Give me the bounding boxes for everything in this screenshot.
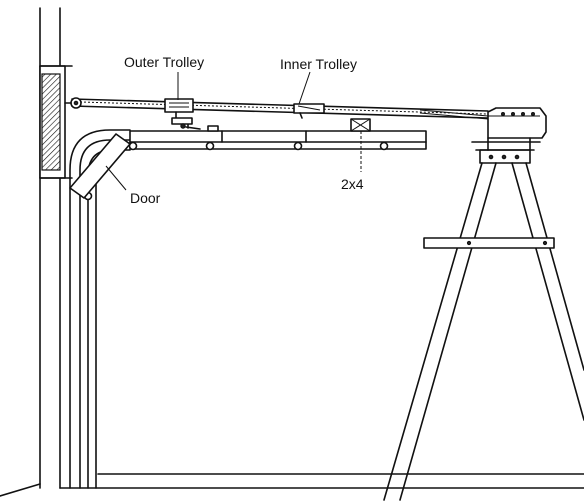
- label-two-by-four: 2x4: [341, 176, 364, 192]
- label-outer-trolley: Outer Trolley: [124, 54, 204, 70]
- floor: [0, 473, 584, 497]
- outer-trolley: [164, 98, 219, 132]
- door-tilted-panel: [69, 133, 131, 199]
- door-panels: [128, 130, 427, 151]
- label-inner-trolley: Inner Trolley: [280, 56, 357, 72]
- header-board: [41, 73, 61, 171]
- stepladder: [383, 162, 584, 501]
- wall: [39, 7, 73, 489]
- inner-trolley: [293, 103, 325, 119]
- leader-lines: [105, 71, 362, 191]
- opener-motor-unit: [471, 107, 547, 164]
- label-door: Door: [130, 190, 161, 206]
- chain-link-detail: [419, 109, 489, 120]
- opener-rail: [64, 97, 489, 119]
- two-by-four-block: [350, 118, 371, 132]
